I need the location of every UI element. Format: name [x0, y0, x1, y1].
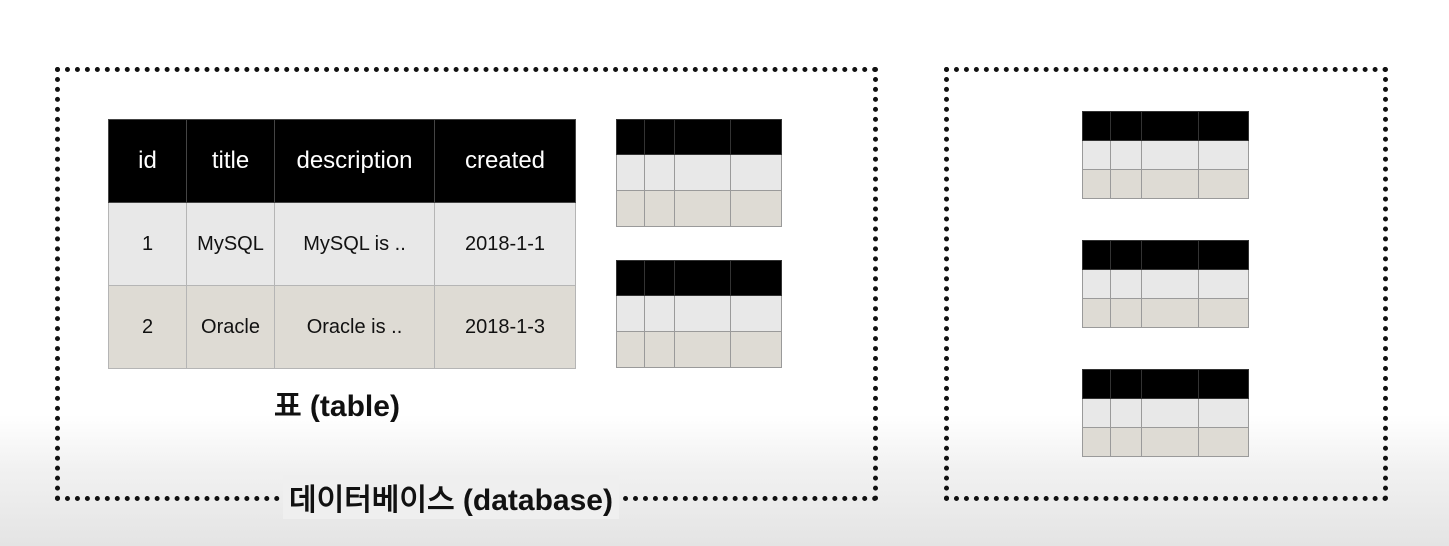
table-cell: Oracle	[186, 285, 275, 369]
column-header-title: title	[186, 119, 275, 203]
table-row: 1 MySQL MySQL is .. 2018-1-1	[108, 202, 576, 286]
column-header-created: created	[434, 119, 576, 203]
database-caption: 데이터베이스 (database)	[283, 475, 619, 519]
mini-table	[1082, 111, 1249, 199]
mini-table	[616, 119, 782, 227]
table-row: 2 Oracle Oracle is .. 2018-1-3	[108, 285, 576, 369]
mini-table	[1082, 240, 1249, 328]
table-cell: 2018-1-1	[434, 202, 576, 286]
table-cell: Oracle is ..	[274, 285, 435, 369]
column-header-description: description	[274, 119, 435, 203]
database-boundary-right	[944, 67, 1388, 501]
mini-table	[1082, 369, 1249, 457]
table-cell: MySQL is ..	[274, 202, 435, 286]
column-header-id: id	[108, 119, 187, 203]
table-cell: 2	[108, 285, 187, 369]
table-cell: MySQL	[186, 202, 275, 286]
table-caption: 표 (table)	[274, 390, 400, 423]
table-cell: 1	[108, 202, 187, 286]
mini-table	[616, 260, 782, 368]
example-table: id title description created 1 MySQL MyS…	[108, 119, 576, 369]
table-cell: 2018-1-3	[434, 285, 576, 369]
table-header-row: id title description created	[108, 119, 576, 203]
